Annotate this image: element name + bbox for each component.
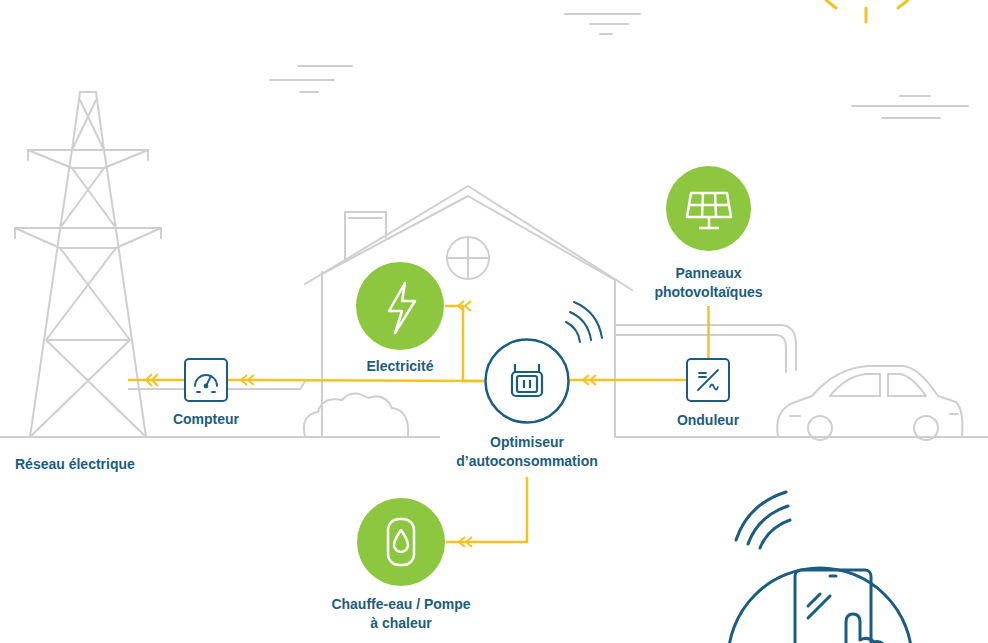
node-shape	[484, 338, 570, 424]
node-label: Electricité	[343, 357, 457, 376]
energy-flow	[570, 379, 686, 382]
device-box: Onduleur	[686, 358, 730, 402]
node-shape	[686, 358, 730, 402]
device-box: Compteur	[184, 358, 228, 402]
energy-flow	[228, 380, 484, 381]
node-shape	[356, 497, 446, 587]
node-label: Compteur	[154, 410, 258, 429]
feature-circle: Chauffe-eau / Pompe à chaleur	[356, 497, 446, 587]
node-label: Onduleur	[656, 411, 760, 430]
feature-circle: Electricité	[355, 261, 445, 351]
energy-flow	[707, 306, 710, 358]
node-shape	[184, 358, 228, 402]
node-shape	[665, 165, 752, 252]
feature-circle: Panneaux photovoltaïques	[665, 165, 752, 252]
node-shape	[355, 261, 445, 351]
node-label: Panneaux photovoltaïques	[637, 264, 781, 302]
node-label: Chauffe-eau / Pompe à chaleur	[329, 595, 473, 633]
hub-circle: Optimiseur d’autoconsommation	[484, 338, 570, 424]
node-label: Optimiseur d’autoconsommation	[440, 433, 614, 471]
energy-flow	[446, 477, 527, 542]
grid-label: Réseau électrique	[15, 455, 135, 474]
